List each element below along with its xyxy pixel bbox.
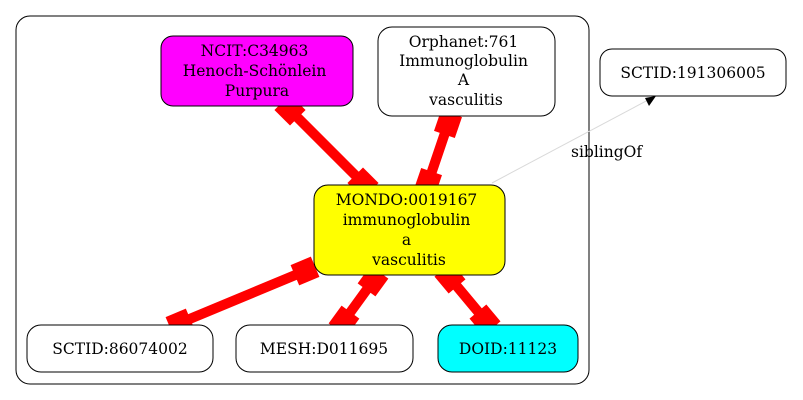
node-doid-line-1: DOID:11123 bbox=[459, 340, 557, 358]
node-sctid-bottom-line-1: SCTID:86074002 bbox=[52, 340, 187, 358]
node-orphanet-line-1: Orphanet:761 bbox=[409, 33, 518, 51]
svg-text:Orphanet:761 Immunoglobu: Orphanet:761 Immunoglobulin A vasculitis bbox=[399, 33, 533, 109]
node-ncit-line-3: Purpura bbox=[225, 82, 289, 100]
node-ncit-line-1: NCIT:C34963 bbox=[201, 42, 309, 60]
node-doid-11123[interactable]: DOID:11123 bbox=[437, 324, 579, 373]
node-ncit-line-2: Henoch-Schönlein bbox=[183, 62, 327, 80]
node-center-line-2: immunoglobulin bbox=[343, 211, 471, 229]
node-center-line-4: vasculitis bbox=[371, 251, 446, 269]
node-sctid-86074002[interactable]: SCTID:86074002 bbox=[26, 324, 214, 373]
node-center-line-3: a bbox=[402, 231, 411, 249]
node-center-line-1: MONDO:0019167 bbox=[336, 191, 478, 209]
node-mesh-d011695[interactable]: MESH:D011695 bbox=[235, 324, 414, 373]
edge-orphanet-center bbox=[414, 110, 462, 196]
svg-text:NCIT:C34963 Henoch-Schön: NCIT:C34963 Henoch-Schönlein Purpura bbox=[183, 42, 332, 100]
node-mondo-0019167[interactable]: MONDO:0019167 immunoglobulin a vasculiti… bbox=[313, 184, 506, 276]
svg-text:DOID:11123: DOID:11123 bbox=[459, 340, 557, 358]
node-orphanet-line-2: Immunoglobulin bbox=[399, 52, 528, 70]
svg-text:SCTID:191306005: SCTID:191306005 bbox=[620, 64, 765, 82]
node-ncit-c34963[interactable]: NCIT:C34963 Henoch-Schönlein Purpura bbox=[160, 35, 354, 107]
node-mesh-line-1: MESH:D011695 bbox=[260, 340, 388, 358]
svg-text:SCTID:86074002: SCTID:86074002 bbox=[52, 340, 187, 358]
node-orphanet-761[interactable]: Orphanet:761 Immunoglobulin A vasculitis bbox=[377, 26, 556, 117]
node-sctid-outside-line-1: SCTID:191306005 bbox=[620, 64, 765, 82]
svg-text:MONDO:0019167 immunoglob: MONDO:0019167 immunoglobulin a vasculiti… bbox=[336, 191, 482, 269]
edge-sibling-of: siblingOf bbox=[491, 96, 656, 184]
node-sctid-191306005[interactable]: SCTID:191306005 bbox=[599, 48, 787, 97]
edge-label-sibling-of: siblingOf bbox=[571, 143, 643, 161]
node-orphanet-line-3: A bbox=[457, 71, 470, 89]
node-orphanet-line-4: vasculitis bbox=[428, 91, 503, 109]
svg-text:MESH:D011695: MESH:D011695 bbox=[260, 340, 388, 358]
